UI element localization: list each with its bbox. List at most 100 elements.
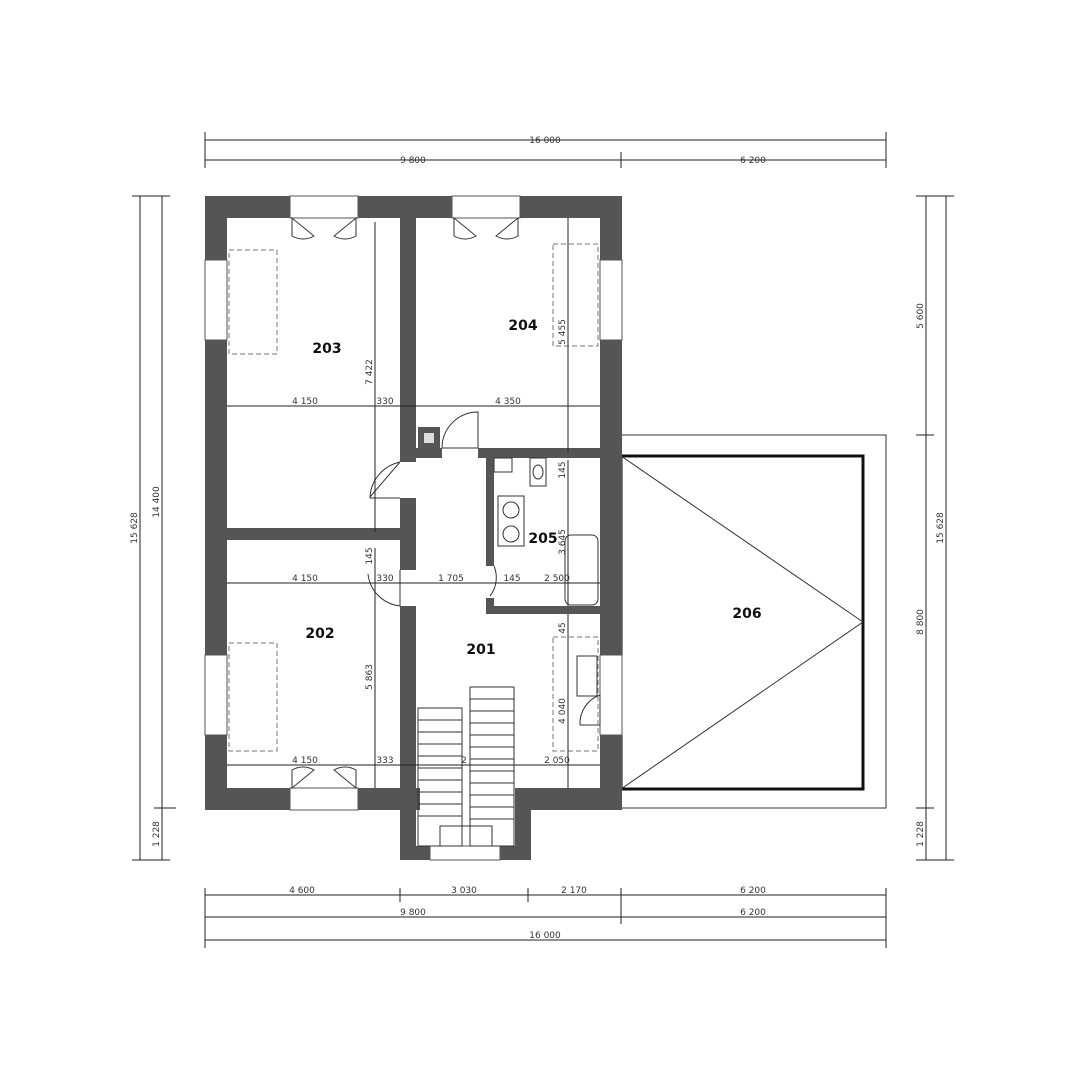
toilet-bowl — [532, 464, 544, 480]
window-203-left — [204, 259, 228, 341]
door-swing-202 — [367, 573, 401, 607]
window-swing — [333, 216, 357, 240]
dim-bottom-left: 9 800 — [400, 908, 426, 918]
interior-dimensions — [227, 218, 600, 788]
sink-basin — [502, 501, 520, 519]
stair-landing — [439, 825, 493, 846]
wall-bath-bottom — [486, 606, 600, 614]
room-label-201: 201 — [466, 642, 495, 658]
garage-roof — [619, 434, 887, 809]
dim-r204-height: 5 455 — [558, 319, 568, 345]
dim-r204-width: 4 350 — [495, 397, 521, 407]
wall-interior-vertical — [400, 196, 416, 810]
wall-stair-right — [515, 788, 531, 860]
wall-204-hall — [416, 448, 600, 458]
vertical-dimension-labels: 15 628 14 400 1 228 5 600 15 628 8 800 1… — [130, 303, 946, 847]
stair-run-left — [417, 707, 463, 847]
room-label-206: 206 — [732, 606, 761, 622]
dim-right-top: 5 600 — [916, 303, 926, 329]
furniture — [228, 243, 599, 752]
window-swing — [495, 216, 519, 240]
dim-right-small: 1 228 — [916, 821, 926, 847]
dim-r202-height: 5 863 — [365, 664, 375, 690]
bed-203 — [228, 249, 278, 355]
double-sink — [497, 495, 525, 547]
dim-bottom-overall: 16 000 — [529, 931, 561, 941]
bed-202 — [228, 642, 278, 752]
door-swing-closet — [579, 694, 601, 726]
wall-bottom-right — [515, 788, 622, 810]
bed-204 — [552, 243, 599, 347]
staircase — [417, 686, 515, 847]
dim-bath-gap: 145 — [503, 574, 520, 584]
window-swing — [333, 766, 357, 790]
door-opening-204 — [442, 448, 478, 458]
dim-r202-width-top: 4 150 — [292, 574, 318, 584]
dimension-labels: 16 000 9 800 6 200 4 600 3 030 2 170 6 2… — [289, 136, 766, 941]
door-203 — [369, 461, 402, 499]
dim-bottom-4: 6 200 — [740, 886, 766, 896]
dim-gap-145-b: 145 — [558, 461, 568, 478]
roof-edge — [619, 454, 865, 791]
room-label-203: 203 — [312, 341, 341, 357]
wall-203-202 — [227, 528, 400, 540]
dim-hall-width: 1 705 — [438, 574, 464, 584]
window-202-bottom — [289, 787, 359, 811]
dim-bath-width: 2 500 — [544, 574, 570, 584]
wall-bath-left — [486, 448, 494, 614]
dim-r203-width: 4 150 — [292, 397, 318, 407]
window-204-right — [599, 259, 623, 341]
window-closet-right — [599, 654, 623, 736]
bathtub — [564, 534, 599, 606]
dim-top-left: 9 800 — [400, 156, 426, 166]
dim-r203-height: 7 422 — [365, 359, 375, 385]
room-label-204: 204 — [508, 318, 537, 334]
room-labels: 203 204 205 202 201 206 — [305, 318, 761, 658]
window-swing — [291, 216, 315, 240]
roof-ridge-bottom — [620, 621, 864, 790]
dim-bottom-3: 2 170 — [561, 886, 587, 896]
door-opening-205 — [486, 566, 494, 598]
door-opening-202 — [400, 570, 416, 606]
dim-bottom-right: 6 200 — [740, 908, 766, 918]
stair-treads — [418, 698, 514, 820]
dim-gap-145-a: 145 — [365, 547, 375, 564]
dim-closet-height: 4 040 — [558, 698, 568, 724]
chimney-flue — [424, 433, 434, 443]
dim-bath-height: 3 645 — [558, 529, 568, 555]
dim-right-mid: 8 800 — [916, 609, 926, 635]
shaft — [493, 457, 513, 473]
window-stair — [429, 845, 501, 861]
doors — [367, 411, 601, 726]
window-202-left — [204, 654, 228, 736]
windows — [204, 195, 623, 861]
exterior-dimensions — [132, 132, 954, 948]
room-label-202: 202 — [305, 626, 334, 642]
dim-top-overall: 16 000 — [529, 136, 561, 146]
window-203-top — [289, 195, 359, 219]
sink-basin — [502, 525, 520, 543]
dim-stair-mark: 2 — [461, 756, 467, 766]
window-swing — [291, 766, 315, 790]
dim-gap-145-c: 45 — [558, 622, 568, 633]
dim-left-overall: 15 628 — [130, 512, 140, 544]
dim-r203-gap: 330 — [376, 397, 393, 407]
dim-closet-width: 2 050 — [544, 756, 570, 766]
bathroom-fixtures — [493, 457, 599, 697]
toilet — [529, 457, 547, 487]
dim-left-main: 14 400 — [152, 486, 162, 518]
dim-bottom-1: 4 600 — [289, 886, 315, 896]
door-swing-205 — [489, 565, 497, 597]
wardrobe-closet — [552, 636, 599, 752]
dim-right-overall: 15 628 — [936, 512, 946, 544]
dim-r202-width-bottom: 4 150 — [292, 756, 318, 766]
window-swing — [453, 216, 477, 240]
door-swing-204 — [441, 411, 479, 449]
dim-bottom-2: 3 030 — [451, 886, 477, 896]
door-opening-203 — [400, 462, 416, 498]
dim-r202-gap-top: 330 — [376, 574, 393, 584]
window-204-top — [451, 195, 521, 219]
room-label-205: 205 — [528, 531, 557, 547]
roof-ridge-top — [620, 455, 864, 623]
